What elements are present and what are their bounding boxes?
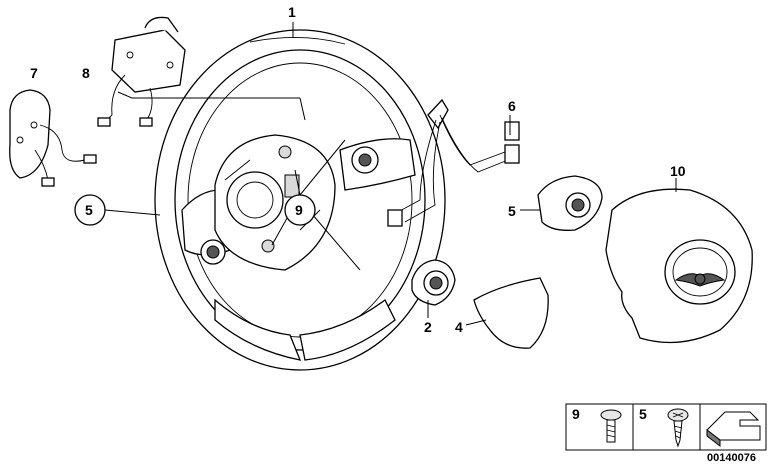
callout-5-circled: 5 bbox=[74, 194, 106, 226]
button-pad-part-2 bbox=[411, 259, 456, 306]
right-spoke-button-cluster bbox=[351, 146, 379, 174]
screw-9-icon bbox=[600, 409, 622, 443]
callout-10: 10 bbox=[670, 163, 686, 179]
callout-4: 4 bbox=[455, 319, 463, 335]
arrow-symbol-icon bbox=[706, 411, 761, 448]
callout-5-left: 5 bbox=[85, 202, 93, 218]
document-number: 00140076 bbox=[707, 452, 756, 464]
callout-1: 1 bbox=[288, 4, 296, 20]
callout-8: 8 bbox=[82, 65, 90, 81]
callout-7: 7 bbox=[30, 65, 38, 81]
callout-9-circled: 9 bbox=[284, 194, 316, 226]
wiring-harness-part-6 bbox=[387, 98, 520, 227]
legend-screw-5-label: 5 bbox=[639, 406, 647, 422]
legend-screw-9-label: 9 bbox=[572, 406, 580, 422]
callout-2: 2 bbox=[424, 319, 432, 335]
callout-5-right: 5 bbox=[508, 203, 516, 219]
screw-5-icon bbox=[667, 408, 689, 448]
lower-trim-part-4 bbox=[473, 277, 549, 349]
airbag-module-part-10 bbox=[605, 188, 753, 344]
steering-hub bbox=[214, 134, 336, 271]
callout-9: 9 bbox=[295, 202, 303, 218]
trim-cover-part-5 bbox=[537, 175, 603, 231]
paddle-switch-part-7 bbox=[9, 89, 97, 187]
left-spoke-button-cluster bbox=[200, 239, 226, 265]
callout-6: 6 bbox=[508, 98, 516, 114]
hardware-legend: 9 5 bbox=[565, 403, 767, 451]
switch-module-part-8 bbox=[97, 16, 186, 127]
brand-wings-logo bbox=[674, 273, 726, 287]
